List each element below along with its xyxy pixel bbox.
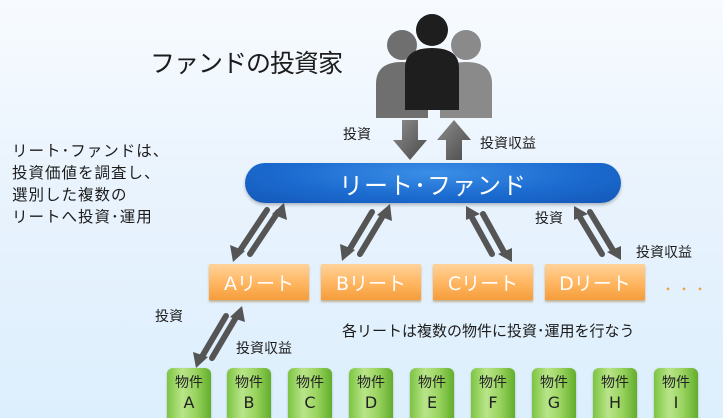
- property-label: 物件: [662, 375, 690, 391]
- property-c: 物件 C: [288, 368, 332, 418]
- property-label: 物件: [175, 375, 203, 391]
- return-up-arrow: [437, 120, 471, 160]
- return-label-right: 投資収益: [636, 245, 692, 261]
- reit-fund-label: リート･ファンド: [339, 171, 527, 200]
- property-key: A: [183, 393, 195, 412]
- reit-c-label: Cリート: [447, 272, 519, 295]
- property-label: 物件: [479, 375, 507, 391]
- property-key: C: [304, 393, 316, 412]
- return-label-bottom: 投資収益: [236, 341, 292, 357]
- property-f: 物件 F: [471, 368, 515, 418]
- property-key: E: [426, 393, 438, 412]
- property-g: 物件 G: [532, 368, 576, 418]
- property-key: H: [608, 393, 622, 412]
- property-label: 物件: [357, 375, 385, 391]
- reit-c-box: Cリート: [433, 264, 533, 300]
- properties-note: 各リートは複数の物件に投資･運用を行なう: [342, 322, 635, 340]
- reit-a-label: Aリート: [224, 272, 294, 295]
- property-label: 物件: [235, 375, 263, 391]
- property-h: 物件 H: [593, 368, 637, 418]
- property-key: I: [673, 393, 679, 412]
- property-key: G: [547, 393, 561, 412]
- reit-b-label: Bリート: [335, 272, 407, 295]
- property-e: 物件 E: [410, 368, 454, 418]
- fund-description: リート･ファンドは、 投資価値を調査し、 選別した複数の リートへ投資･運用: [12, 142, 170, 226]
- property-label: 物件: [296, 375, 324, 391]
- property-label: 物件: [540, 375, 568, 391]
- property-key: B: [243, 393, 255, 412]
- invest-label-top: 投資: [343, 127, 371, 143]
- reit-fund-box: リート･ファンド: [245, 163, 621, 203]
- property-key: D: [364, 393, 378, 412]
- reit-a-box: Aリート: [209, 264, 309, 300]
- reit-d-label: Dリート: [559, 272, 631, 295]
- property-i: 物件 I: [654, 368, 698, 418]
- diagram-title: ファンドの投資家: [150, 49, 343, 78]
- invest-label-bottom: 投資: [155, 309, 183, 325]
- property-key: F: [488, 393, 498, 412]
- reit-b-box: Bリート: [321, 264, 421, 300]
- property-a: 物件 A: [167, 368, 211, 418]
- invest-label-right: 投資: [535, 211, 563, 227]
- property-label: 物件: [601, 375, 629, 391]
- property-d: 物件 D: [349, 368, 393, 418]
- property-b: 物件 B: [227, 368, 271, 418]
- return-label-top: 投資収益: [480, 136, 536, 152]
- invest-down-arrow: [393, 120, 427, 160]
- property-label: 物件: [418, 375, 446, 391]
- more-reits-ellipsis: ･･･: [664, 280, 713, 299]
- reit-d-box: Dリート: [545, 264, 645, 300]
